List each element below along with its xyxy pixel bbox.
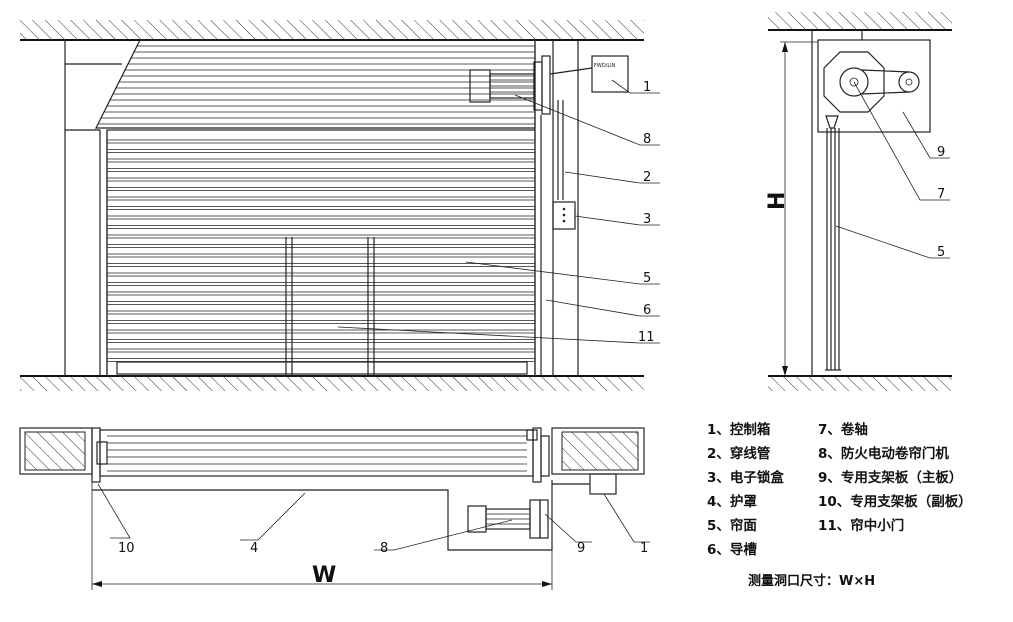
roller-drum <box>823 51 885 113</box>
plan-view: W 10 4 8 9 1 <box>19 427 650 590</box>
height-dimension-label: H <box>765 192 790 210</box>
legend-item: 2、穿线管 <box>707 446 771 462</box>
callout-front-1: 1 <box>643 80 651 95</box>
curtain-slats <box>107 139 535 362</box>
motor <box>469 55 551 115</box>
legend-item: 3、电子锁盒 <box>707 470 784 486</box>
legend-item: 7、卷轴 <box>818 422 868 438</box>
callout-front-6: 6 <box>643 303 651 318</box>
bracket-plate <box>817 39 931 133</box>
legend-item: 8、防火电动卷帘门机 <box>818 446 949 462</box>
plan-roll-tube <box>99 429 534 477</box>
callout-front-8: 8 <box>643 132 651 147</box>
side-elevation: H 9 7 5 <box>765 12 952 391</box>
hood-slat-lines <box>98 45 535 125</box>
legend-item: 10、专用支架板（副板） <box>818 494 972 510</box>
legend-item: 1、控制箱 <box>707 422 771 438</box>
width-dimension-label: W <box>312 563 336 588</box>
ceiling-hatch <box>20 20 644 40</box>
shaft-icon <box>839 67 869 97</box>
lock-box <box>552 201 576 230</box>
floor-hatch <box>20 377 644 391</box>
callout-plan-1: 1 <box>640 541 648 556</box>
front-elevation: FWD/LIN 1 8 2 3 5 6 11 <box>20 20 660 391</box>
callout-plan-8: 8 <box>380 541 388 556</box>
legend-item: 11、帘中小门 <box>818 518 905 534</box>
callout-front-5: 5 <box>643 271 651 286</box>
measurement-note: 测量洞口尺寸：W×H <box>748 574 876 589</box>
callout-side-5: 5 <box>937 245 945 260</box>
legend-item: 5、帘面 <box>707 518 757 534</box>
callout-side-9: 9 <box>937 145 945 160</box>
callout-plan-9: 9 <box>577 541 585 556</box>
legend-item: 4、护罩 <box>707 494 757 510</box>
callout-front-2: 2 <box>643 170 651 185</box>
callout-side-7: 7 <box>937 187 945 202</box>
legend-item: 9、专用支架板（主板） <box>818 470 963 486</box>
callout-plan-10: 10 <box>118 541 135 556</box>
callout-plan-4: 4 <box>250 541 258 556</box>
callout-front-11: 11 <box>638 330 655 345</box>
control-box <box>591 55 629 93</box>
plan-slats <box>107 435 527 472</box>
control-box-label: FWD/LIN <box>594 63 616 69</box>
callout-front-3: 3 <box>643 212 651 227</box>
bottom-bar <box>116 361 528 375</box>
legend-item: 6、导槽 <box>707 542 757 558</box>
